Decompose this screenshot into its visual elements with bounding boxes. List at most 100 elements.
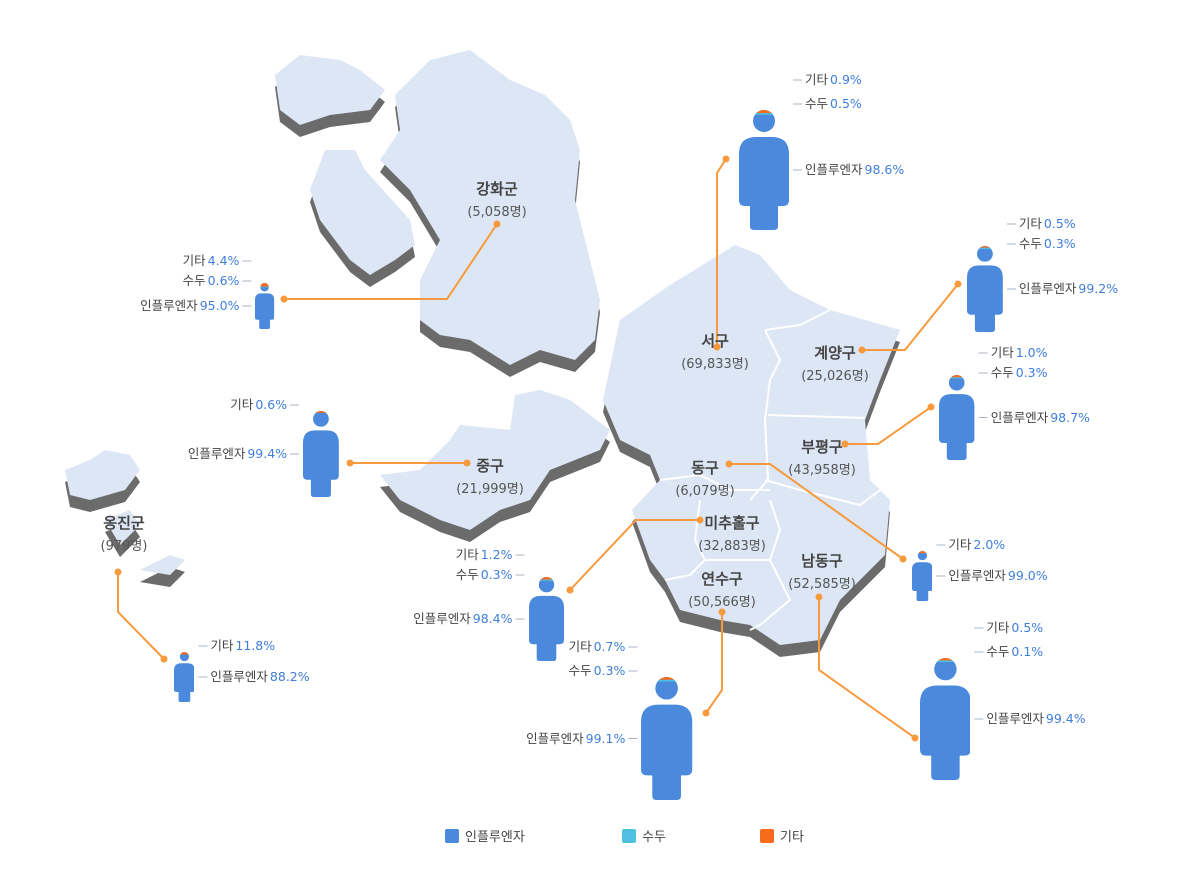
ongjin-3-land[interactable] bbox=[140, 555, 185, 575]
region-population: (979명) bbox=[100, 539, 148, 554]
leader-dot bbox=[702, 709, 710, 717]
person-icon-seo bbox=[739, 110, 789, 230]
region-name: 연수구 bbox=[701, 570, 743, 588]
mainland-land[interactable] bbox=[603, 245, 900, 645]
person-icon-jung bbox=[303, 411, 339, 497]
stat-value: 0.7% bbox=[593, 639, 626, 654]
stat-value: 0.1% bbox=[1011, 644, 1044, 659]
swatch-other bbox=[760, 828, 774, 843]
region-name: 계양구 bbox=[814, 344, 856, 362]
legend: 인플루엔자 수두 기타 bbox=[0, 826, 1200, 846]
stat-label: 수두 bbox=[1018, 236, 1042, 251]
stat-value: 0.3% bbox=[593, 663, 626, 678]
swatch-influenza bbox=[445, 828, 459, 843]
region-name: 미추홀구 bbox=[704, 514, 760, 532]
district-border bbox=[749, 559, 792, 631]
region-population: (69,833명) bbox=[681, 357, 749, 372]
person-icon-bupyeong bbox=[939, 375, 975, 460]
swatch-smallpox bbox=[622, 828, 636, 843]
stat-label: 수두 bbox=[805, 96, 829, 111]
stat-label: 수두 bbox=[986, 644, 1010, 659]
stat-label: 인플루엔자 bbox=[140, 298, 198, 313]
region-label-seo: 서구 (69,833명) bbox=[681, 330, 749, 372]
stat-value: 98.6% bbox=[864, 162, 905, 177]
stat-value: 0.9% bbox=[830, 72, 862, 87]
region-name: 서구 bbox=[701, 332, 729, 350]
legend-smallpox: 수두 bbox=[622, 826, 666, 845]
ongjin-2-land[interactable] bbox=[105, 510, 140, 545]
stat-value: 1.0% bbox=[1015, 345, 1048, 360]
region-name: 남동구 bbox=[801, 552, 843, 570]
stat-value: 88.2% bbox=[269, 669, 310, 684]
stat-label: 수두 bbox=[455, 567, 479, 582]
stat-value: 99.0% bbox=[1007, 568, 1048, 583]
leader-dot bbox=[463, 459, 471, 467]
region-label-ongjin: 옹진군 (979명) bbox=[101, 512, 148, 554]
ganghwa-land[interactable] bbox=[380, 50, 600, 365]
stat-value: 0.5% bbox=[1011, 620, 1044, 635]
bupyeong-leader-line bbox=[845, 406, 932, 445]
ongjin-3-shadow bbox=[140, 567, 185, 587]
region-label-yeonsu: 연수구 (50,566명) bbox=[688, 568, 756, 610]
stat-value: 98.7% bbox=[1050, 409, 1090, 425]
stat-label: 기타 bbox=[948, 537, 972, 552]
legend-label: 기타 bbox=[780, 830, 804, 845]
stat-label: 인플루엔자 bbox=[210, 669, 268, 684]
dong-leader-line bbox=[729, 463, 904, 560]
gyeyang-leader-line bbox=[862, 283, 959, 351]
ganghwa-islet-1-land[interactable] bbox=[275, 55, 385, 125]
leader-dot bbox=[815, 593, 823, 601]
stat-label: 기타 bbox=[805, 72, 829, 87]
person-icon-ongjin bbox=[173, 652, 195, 702]
leader-dot bbox=[841, 440, 849, 448]
stat-value: 0.3% bbox=[480, 567, 513, 582]
person-icon-michuhol bbox=[528, 577, 564, 661]
district-border bbox=[749, 329, 782, 501]
stat-value: 99.4% bbox=[1045, 711, 1086, 726]
leader-dot bbox=[696, 516, 704, 524]
stat-label: 기타 bbox=[1018, 216, 1042, 231]
region-name: 옹진군 bbox=[103, 514, 145, 532]
jung-land[interactable] bbox=[380, 390, 610, 530]
person-icon-ganghwa bbox=[255, 283, 275, 329]
region-population: (52,585명) bbox=[788, 577, 856, 592]
region-population: (21,999명) bbox=[456, 482, 524, 497]
stat-value: 99.4% bbox=[247, 446, 288, 461]
leader-dot bbox=[911, 734, 919, 742]
region-population: (50,566명) bbox=[688, 595, 756, 610]
region-population: (32,883명) bbox=[698, 539, 766, 554]
stat-value: 0.3% bbox=[1015, 365, 1048, 380]
legend-label: 수두 bbox=[642, 830, 666, 845]
stat-value: 95.0% bbox=[199, 298, 240, 313]
region-name: 동구 bbox=[691, 459, 719, 477]
stat-label: 기타 bbox=[182, 253, 206, 268]
ongjin-1-land[interactable] bbox=[65, 450, 140, 500]
region-label-jung: 중구(21,999명) bbox=[456, 455, 524, 497]
leader-dot bbox=[280, 295, 288, 303]
stat-label: 기타 bbox=[230, 397, 254, 412]
person-icon-yeonsu bbox=[641, 677, 693, 800]
leader-dot bbox=[858, 346, 866, 354]
district-border bbox=[693, 499, 782, 561]
leader-dot bbox=[927, 403, 935, 411]
region-population: (5,058명) bbox=[467, 205, 527, 220]
stat-value: 0.6% bbox=[255, 397, 288, 412]
stat-label: 수두 bbox=[990, 365, 1014, 380]
stat-value: 11.8% bbox=[235, 638, 276, 653]
stat-label: 기타 bbox=[210, 638, 234, 653]
ganghwa-islet-2-land[interactable] bbox=[310, 150, 415, 275]
